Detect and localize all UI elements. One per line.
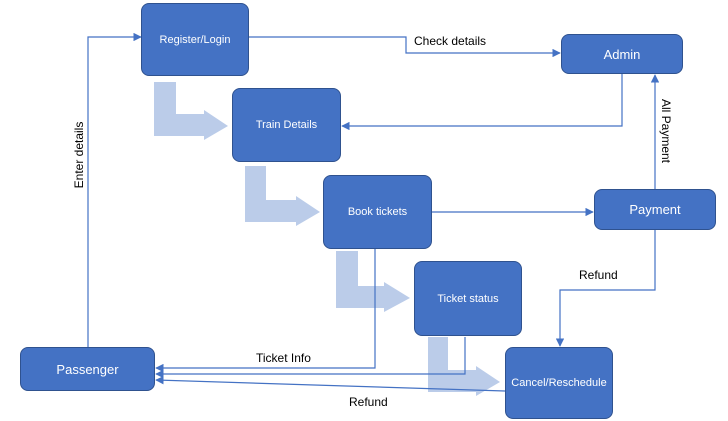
node-register-login: Register/Login — [141, 3, 249, 76]
label-refund-passenger: Refund — [349, 395, 388, 409]
connector-ticket-info — [155, 249, 376, 373]
label-ticket-info: Ticket Info — [256, 351, 311, 365]
node-ticket-status: Ticket status — [414, 261, 522, 336]
node-book-tickets: Book tickets — [323, 175, 432, 249]
connector-refund-passenger — [155, 376, 506, 392]
flow-arrow-status-to-cancel — [428, 337, 500, 396]
label-all-payment: All Payment — [659, 98, 673, 164]
label-refund-payment: Refund — [579, 268, 618, 282]
label-enter-details: Enter details — [72, 121, 86, 189]
label-check-details: Check details — [414, 34, 487, 48]
node-passenger: Passenger — [20, 347, 155, 391]
node-cancel-reschedule: Cancel/Reschedule — [505, 347, 613, 419]
connector-admin-to-train — [341, 74, 623, 131]
connector-refund-payment — [555, 230, 656, 347]
connector-check-details — [249, 36, 561, 58]
node-payment: Payment — [594, 189, 716, 230]
connector-enter-details — [87, 32, 142, 347]
flow-arrow-book-to-status — [336, 251, 410, 312]
node-admin: Admin — [561, 34, 683, 74]
node-train-details: Train Details — [232, 88, 341, 162]
connector-status-to-passenger — [155, 337, 466, 379]
flow-arrow-train-to-book — [245, 166, 320, 226]
flow-arrow-register-to-train — [154, 82, 228, 140]
